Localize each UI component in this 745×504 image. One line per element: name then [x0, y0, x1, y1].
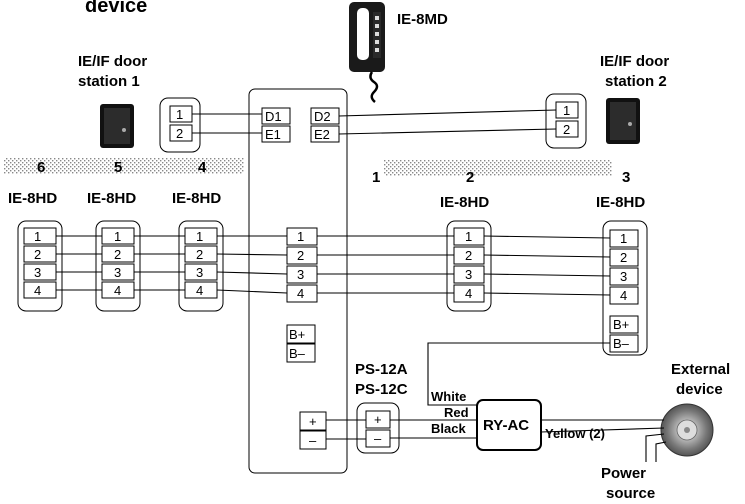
master-line-4: 4 — [297, 286, 304, 301]
external-device-speaker-icon — [660, 403, 714, 457]
station-5-terminal-2: 2 — [114, 247, 121, 262]
master-terminal-e1: E1 — [265, 127, 281, 142]
station-4-label: IE-8HD — [172, 190, 221, 207]
door-station-1-label-line2: station 1 — [78, 73, 140, 90]
station-number-1: 1 — [372, 169, 380, 186]
power-supply-label-2: PS-12C — [355, 381, 408, 398]
door-station-1-terminal-2: 2 — [176, 126, 183, 141]
station-5-terminal-3: 3 — [114, 265, 121, 280]
station-number-6: 6 — [37, 159, 45, 176]
station-3-terminal-1: 1 — [620, 231, 627, 246]
station-2-label: IE-8HD — [440, 194, 489, 211]
master-terminal-bminus: B– — [289, 346, 306, 361]
station-number-band-left — [4, 158, 244, 174]
ry-ac-relay-box — [476, 399, 542, 451]
master-terminal-d1: D1 — [265, 109, 282, 124]
station-number-3: 3 — [622, 169, 630, 186]
master-psu-minus: – — [309, 433, 317, 448]
door-station-1-terminal-1: 1 — [176, 107, 183, 122]
station-6-terminal-1: 1 — [34, 229, 41, 244]
door-station-1-label-line1: IE/IF door — [78, 53, 147, 70]
master-line-3: 3 — [297, 267, 304, 282]
door-station-1-icon — [100, 104, 134, 148]
wiring — [56, 109, 667, 462]
external-device-label-line1: External — [671, 361, 730, 378]
station-number-band-right — [384, 160, 612, 176]
station-3-terminal-3: 3 — [620, 269, 627, 284]
master-terminal-d2: D2 — [314, 109, 331, 124]
station-6-terminal-4: 4 — [34, 283, 41, 298]
power-source-label-line1: Power — [601, 465, 646, 482]
station-4-terminal-2: 2 — [196, 247, 203, 262]
station-3-terminal-2: 2 — [620, 250, 627, 265]
station-6-terminal-3: 3 — [34, 265, 41, 280]
station-3-terminal-bminus: B– — [613, 336, 630, 351]
master-terminal-bplus: B+ — [289, 327, 305, 342]
wire-label-red: Red — [444, 405, 469, 420]
wire-label-white: White — [431, 389, 466, 404]
station-2-terminal-1: 1 — [465, 229, 472, 244]
ie-8md-label: IE-8MD — [397, 11, 448, 28]
station-6-terminal-2: 2 — [34, 247, 41, 262]
station-2-terminal-3: 3 — [465, 267, 472, 282]
door-station-2-label-line2: station 2 — [605, 73, 667, 90]
power-supply-plus: + — [374, 412, 382, 427]
station-number-4: 4 — [198, 159, 207, 176]
station-5-label: IE-8HD — [87, 190, 136, 207]
station-6-label: IE-8HD — [8, 190, 57, 207]
master-line-1: 1 — [297, 229, 304, 244]
station-number-2: 2 — [466, 169, 474, 186]
station-3-label: IE-8HD — [596, 194, 645, 211]
wire-label-black: Black — [431, 421, 466, 436]
door-station-2-terminal-2: 2 — [563, 122, 570, 137]
master-terminal-e2: E2 — [314, 127, 330, 142]
ry-ac-label: RY-AC — [483, 417, 529, 434]
station-5-terminal-4: 4 — [114, 283, 121, 298]
station-number-5: 5 — [114, 159, 122, 176]
power-supply-minus: – — [374, 431, 382, 446]
door-station-2-label-line1: IE/IF door — [600, 53, 669, 70]
door-station-2-icon — [606, 98, 640, 144]
station-4-terminal-3: 3 — [196, 265, 203, 280]
master-psu-plus: + — [309, 414, 317, 429]
door-station-2-terminal-1: 1 — [563, 103, 570, 118]
power-source-label-line2: source — [606, 485, 655, 502]
station-3-terminal-4: 4 — [620, 288, 627, 303]
ie-8md-handset-icon — [349, 2, 385, 103]
power-supply-label-1: PS-12A — [355, 361, 408, 378]
station-3-terminal-bplus: B+ — [613, 317, 629, 332]
wire-label-yellow: Yellow (2) — [545, 426, 605, 441]
external-device-label-line2: device — [676, 381, 723, 398]
station-2-terminal-4: 4 — [465, 286, 472, 301]
station-4-terminal-1: 1 — [196, 229, 203, 244]
station-5-terminal-1: 1 — [114, 229, 121, 244]
station-4-terminal-4: 4 — [196, 283, 203, 298]
station-2-terminal-2: 2 — [465, 248, 472, 263]
diagram-title: device — [85, 0, 147, 17]
master-line-2: 2 — [297, 248, 304, 263]
